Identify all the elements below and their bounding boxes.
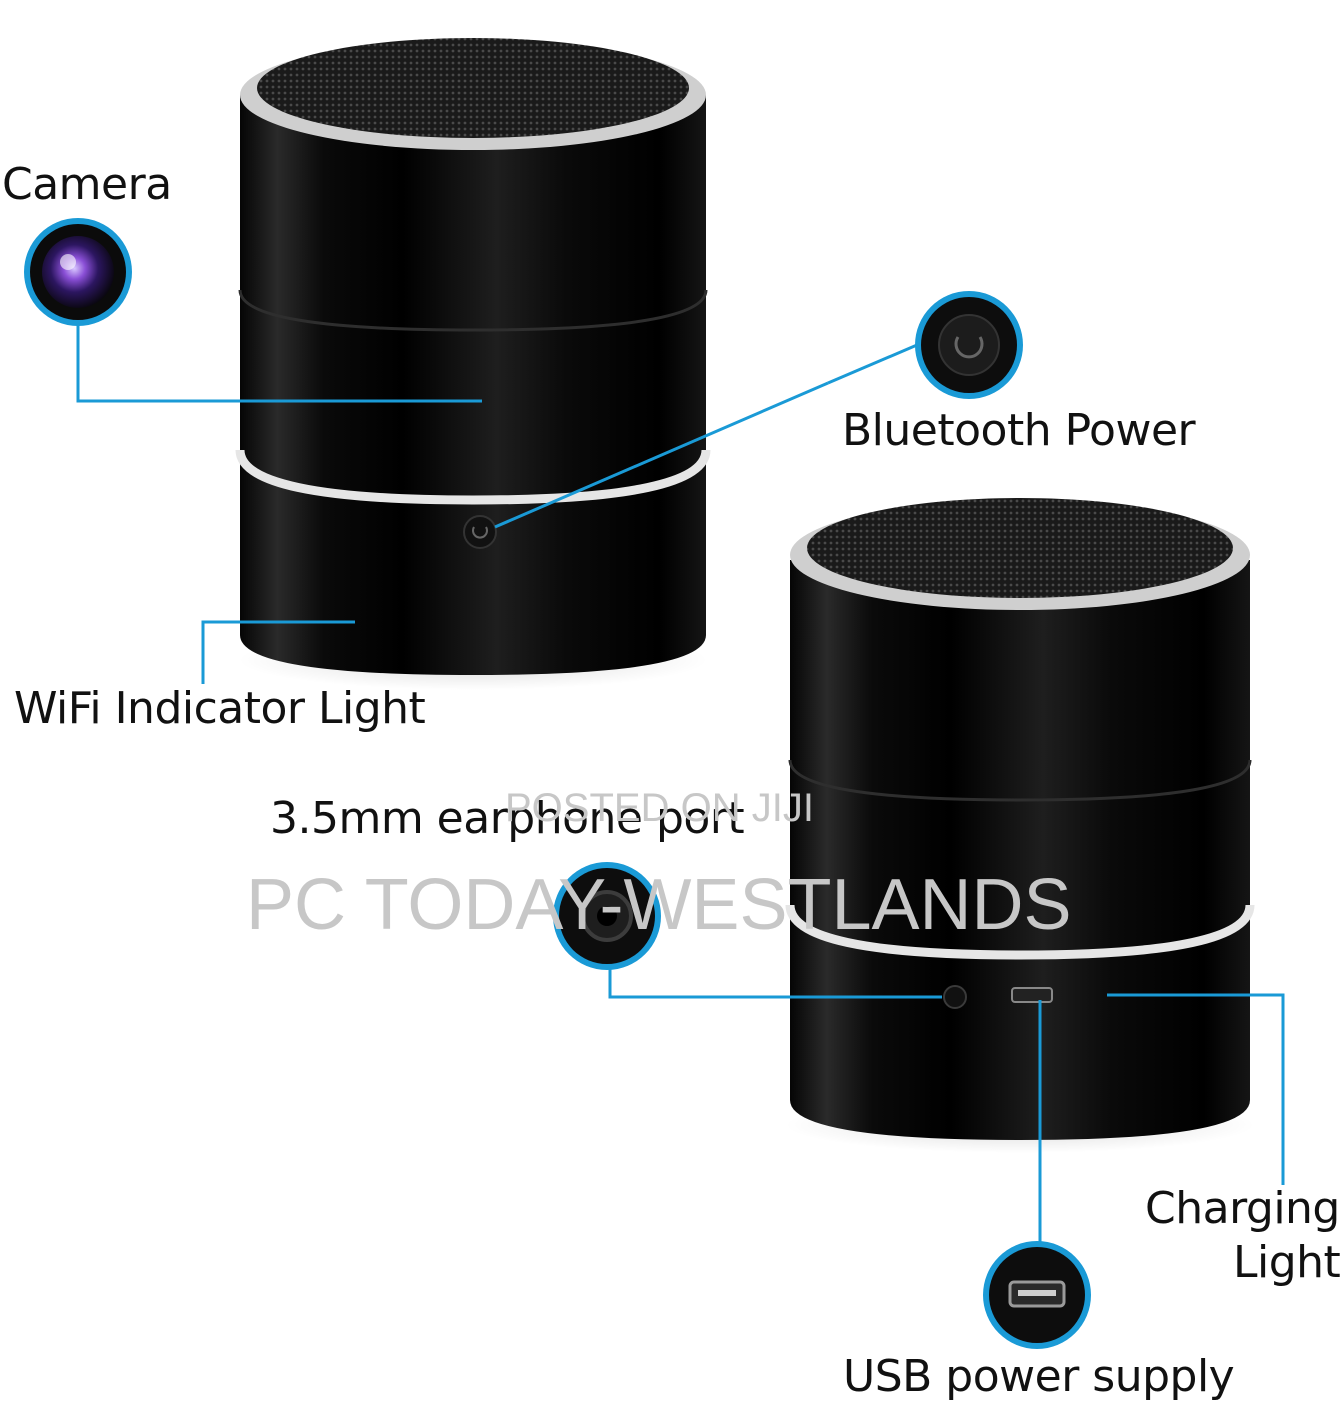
chrome-band — [235, 449, 711, 505]
usb-port — [1011, 987, 1053, 1003]
camera-lens-icon — [24, 218, 132, 326]
charging-callout-line — [1107, 993, 1285, 1185]
bluetooth-power-label: Bluetooth Power — [842, 405, 1196, 456]
earphone-port-label: 3.5mm earphone port — [270, 793, 745, 844]
speaker-camera-front — [235, 38, 711, 690]
watermark-posted-on: POSTED ON JIJI — [505, 786, 814, 830]
earphone-jack — [943, 985, 967, 1009]
camera-callout-line — [76, 300, 482, 403]
usb-port-icon — [983, 1241, 1091, 1349]
callout-lines — [76, 300, 1285, 1245]
chrome-band — [785, 904, 1255, 960]
bluetooth-callout-line-b — [494, 381, 829, 529]
earphone-port-icon — [553, 862, 661, 970]
bluetooth-callout-line-a — [827, 343, 918, 385]
speaker-body — [790, 560, 1250, 1140]
usb-power-label: USB power supply — [843, 1351, 1235, 1402]
speaker-grille — [257, 38, 689, 138]
power-button-icon — [915, 291, 1023, 399]
power-button-on-device — [463, 515, 497, 549]
speaker-grille — [807, 498, 1233, 598]
speaker-body — [240, 95, 706, 675]
wifi-indicator-label: WiFi Indicator Light — [14, 683, 426, 734]
charging-light-label-line2: Light — [1233, 1237, 1341, 1288]
watermark-store-name: PC TODAY-WESTLANDS — [246, 865, 1072, 945]
speaker-back — [785, 498, 1255, 1153]
charging-light-label-line1: Charging — [1145, 1183, 1340, 1234]
wifi-callout-line — [201, 620, 355, 684]
camera-label: Camera — [2, 159, 172, 210]
